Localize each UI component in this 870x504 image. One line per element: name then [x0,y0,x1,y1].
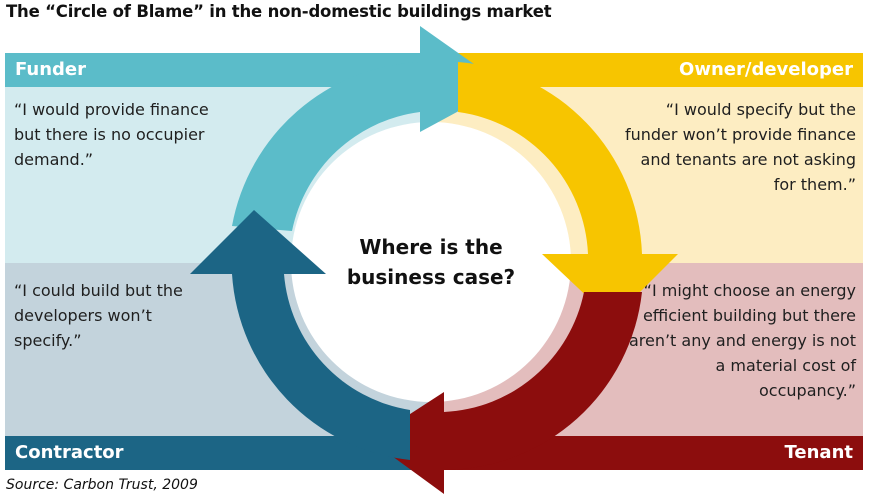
page-title: The “Circle of Blame” in the non-domesti… [6,2,552,21]
tenant-arrow [370,292,642,494]
tenant-quote: “I might choose an energy efficient buil… [628,281,856,400]
funder-quote: “I would provide finance but there is no… [14,100,209,169]
contractor-arrow [190,210,410,460]
owner-quote: “I would specify but the funder won’t pr… [624,100,856,194]
center-line-1: Where is the [359,235,503,259]
center-disc [291,122,571,402]
contractor-quote: “I could build but the developers won’t … [14,281,183,350]
center-line-2: business case? [346,265,516,289]
funder-arrow [232,26,505,231]
owner-label: Owner/developer [435,53,863,87]
center-question: Where is the business case? [331,232,531,292]
source-note: Source: Carbon Trust, 2009 [6,477,198,493]
owner-arrow [458,62,678,320]
